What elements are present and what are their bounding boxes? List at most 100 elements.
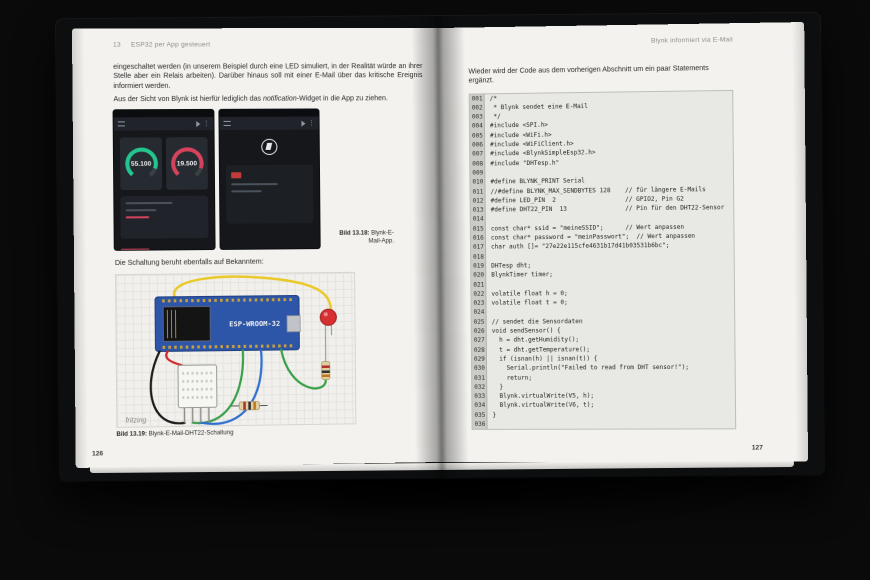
line-number: 016 xyxy=(470,233,486,244)
line-number: 032 xyxy=(472,382,488,392)
line-number: 022 xyxy=(471,289,487,299)
figure-caption-text: Blynk-E-Mail-DHT22-Schaltung xyxy=(147,430,234,438)
humidity-gauge: 55.100 xyxy=(124,147,158,181)
figure-blynk-app: ⋮ 55.100 xyxy=(113,109,424,251)
paragraph: Die Schaltung beruht ebenfalls auf Bekan… xyxy=(114,258,264,268)
line-number: 033 xyxy=(472,391,488,402)
line-number: 036 xyxy=(472,419,488,430)
line-number: 017 xyxy=(470,242,487,253)
menu-icon xyxy=(117,121,125,127)
paragraph: eingeschaltet werden (in unserem Beispie… xyxy=(113,63,423,90)
line-number: 003 xyxy=(469,112,485,123)
phone-appbar: ⋮ xyxy=(219,116,319,131)
phone-appbar: ⋮ xyxy=(113,117,214,131)
line-number: 020 xyxy=(471,270,487,281)
line-number: 024 xyxy=(471,308,487,318)
line-number: 029 xyxy=(471,354,488,365)
line-number: 004 xyxy=(469,121,486,132)
menu-icon xyxy=(223,121,231,127)
line-number: 028 xyxy=(471,345,487,355)
right-page-content: Wieder wird der Code aus dem vorherigen … xyxy=(468,64,737,431)
left-page-content: eingeschaltet werden (in unserem Beispie… xyxy=(113,62,425,438)
right-page: Blynk informiert via E-Mail Wieder wird … xyxy=(438,22,809,462)
line-number: 011 xyxy=(470,187,486,197)
figure-caption: Bild 13.19: Blynk-E-Mail-DHT22-Schaltung xyxy=(116,428,425,439)
line-number: 031 xyxy=(472,373,488,383)
figure-caption-label: Bild 13.19: xyxy=(116,431,148,439)
pin-header-top xyxy=(162,300,293,301)
line-number: 025 xyxy=(471,317,487,327)
alert-bar xyxy=(125,216,150,219)
play-icon xyxy=(301,120,306,127)
placeholder-bar xyxy=(125,202,173,205)
line-number: 001 xyxy=(469,93,485,104)
board-label: ESP-WROOM-32 xyxy=(229,319,280,329)
placeholder-bar xyxy=(231,190,263,193)
green-wire-led xyxy=(281,350,326,389)
notification-chip xyxy=(231,172,242,179)
dht22-sensor xyxy=(178,365,217,423)
paragraph: Aus der Sicht von Blynk ist hierfür ledi… xyxy=(113,94,422,104)
pin-header-bottom xyxy=(163,346,294,348)
blynk-logo-icon xyxy=(261,138,278,156)
line-number: 018 xyxy=(471,252,487,262)
placeholder-bar xyxy=(231,183,278,186)
usb-port xyxy=(287,316,300,332)
gauge-tile: 19.500 xyxy=(165,137,208,191)
notification-widget-tile xyxy=(225,164,314,224)
temperature-value: 19.500 xyxy=(176,160,198,168)
line-number: 015 xyxy=(470,224,486,234)
placeholder-bar xyxy=(125,209,157,212)
overflow-menu-icon: ⋮ xyxy=(203,120,210,127)
figure-circuit-diagram: ESP-WROOM-32 xyxy=(115,272,357,429)
line-number: 030 xyxy=(472,363,488,374)
line-number: 010 xyxy=(470,177,486,188)
figure-caption-text: Blynk-E-Mail-App. xyxy=(368,230,394,245)
line-number: 023 xyxy=(471,298,487,309)
intro-paragraph: Wieder wird der Code aus dem vorherigen … xyxy=(468,64,709,85)
line-number: 002 xyxy=(469,103,485,113)
humidity-value: 55.100 xyxy=(130,160,152,168)
line-number: 034 xyxy=(472,401,488,411)
line-number: 021 xyxy=(471,280,487,290)
right-running-head: Blynk informiert via E-Mail xyxy=(650,36,733,45)
temperature-gauge: 19.500 xyxy=(170,147,204,180)
line-number: 019 xyxy=(471,261,487,271)
app-screenshot-gauges: ⋮ 55.100 xyxy=(113,110,215,251)
code-text xyxy=(488,419,736,429)
notification-strip xyxy=(120,248,150,251)
paragraph-text: Aus der Sicht von Blynk ist hierfür ledi… xyxy=(113,95,263,104)
esp-module xyxy=(163,307,210,342)
line-number: 035 xyxy=(472,410,488,420)
play-icon xyxy=(196,120,201,127)
resistor-vertical xyxy=(322,362,330,380)
line-number: 007 xyxy=(470,149,486,160)
line-number: 006 xyxy=(470,140,486,151)
led-highlight xyxy=(323,312,328,317)
fritzing-watermark: fritzing xyxy=(125,418,146,425)
figure-caption-label: Bild 13.18: xyxy=(339,230,370,237)
line-number: 013 xyxy=(470,205,486,216)
line-number: 014 xyxy=(470,215,486,225)
figure-caption: Bild 13.18: Blynk-E-Mail-App. xyxy=(332,230,394,246)
line-number: 012 xyxy=(470,196,486,206)
chapter-number: 13 xyxy=(112,41,121,49)
app-screenshot-notification: ⋮ xyxy=(219,109,320,250)
circuit-svg: ESP-WROOM-32 xyxy=(125,273,357,429)
gauge-tile: 55.100 xyxy=(119,137,163,191)
line-number: 026 xyxy=(471,326,487,337)
page-number-left: 126 xyxy=(92,450,104,458)
code-line: 036 xyxy=(472,419,736,430)
line-number: 008 xyxy=(470,159,486,169)
line-number: 027 xyxy=(471,336,487,346)
widget-tile xyxy=(120,195,209,239)
resistor-horizontal xyxy=(231,402,268,411)
led-bulb xyxy=(320,310,336,326)
paragraph-italic-text: notification xyxy=(262,95,297,103)
red-wire xyxy=(166,352,182,366)
